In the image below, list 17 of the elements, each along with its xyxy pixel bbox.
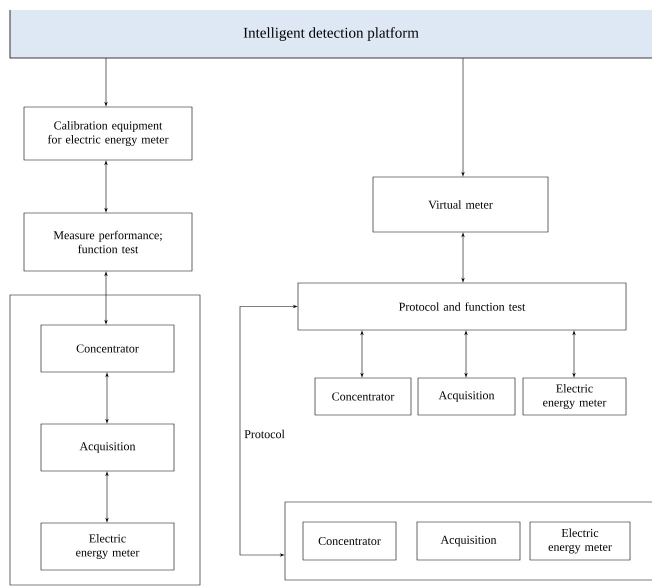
process-box: Calibration equipment for electric energy meter	[24, 106, 192, 160]
platform-band: Intelligent detection platform	[10, 10, 652, 58]
process-box: Concentrator	[302, 522, 396, 560]
process-box: Electric energy meter	[530, 522, 630, 560]
process-box: Protocol and function test	[298, 282, 626, 330]
process-box: Measure performance; function test	[24, 212, 192, 272]
container-box	[10, 294, 200, 586]
process-box: Acquisition	[40, 424, 174, 472]
process-box: Electric energy meter	[522, 378, 626, 416]
edge-label: Protocol	[244, 430, 285, 438]
process-box: Concentrator	[314, 378, 412, 416]
process-box: Concentrator	[40, 324, 174, 372]
process-box: Acquisition	[416, 522, 520, 560]
process-box: Virtual meter	[372, 176, 548, 232]
process-box: Electric energy meter	[40, 522, 174, 570]
process-box: Acquisition	[418, 378, 516, 416]
container-box	[284, 502, 652, 580]
